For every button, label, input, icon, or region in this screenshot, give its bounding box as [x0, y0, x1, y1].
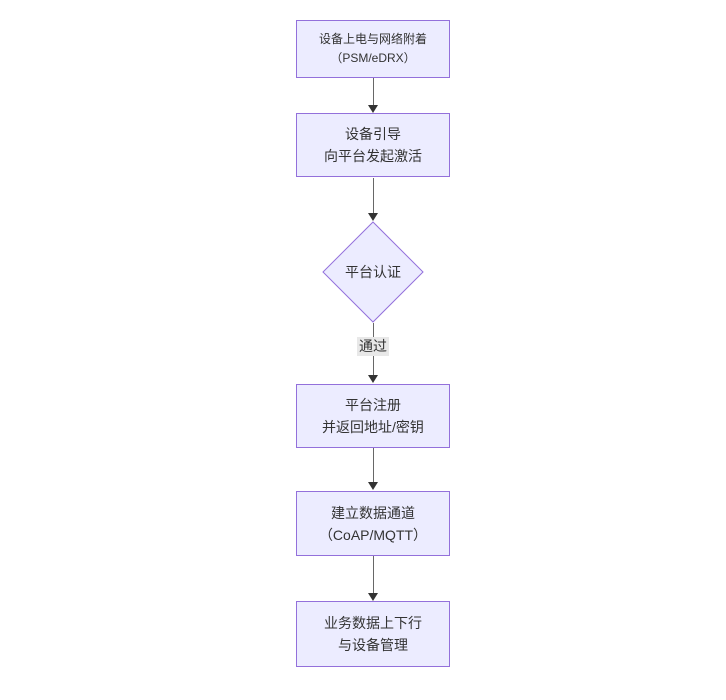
edge-channel-to-business — [333, 556, 413, 601]
edge-line — [373, 556, 374, 596]
node-establish-data-channel: 建立数据通道 （CoAP/MQTT） — [296, 491, 450, 556]
edge-line — [373, 448, 374, 485]
node-text-line: 业务数据上下行 — [324, 615, 422, 631]
node-text-line: 与设备管理 — [338, 637, 408, 653]
node-text-line: 建立数据通道 — [331, 504, 415, 521]
arrowhead-down-icon — [368, 105, 378, 113]
arrowhead-down-icon — [368, 375, 378, 383]
node-text-line: 设备上电与网络附着 — [318, 32, 427, 46]
edge-line — [373, 178, 374, 216]
node-text-line: （CoAP/MQTT） — [318, 526, 428, 543]
edge-attach-to-bootstrap — [333, 78, 413, 113]
edge-line — [373, 78, 374, 108]
node-text-line: （PSM/eDRX） — [330, 51, 416, 65]
edge-label: 通过 — [357, 337, 389, 356]
arrowhead-down-icon — [368, 593, 378, 601]
node-platform-auth-decision: 平台认证 — [322, 221, 424, 323]
node-platform-register: 平台注册 并返回地址/密钥 — [296, 384, 450, 448]
node-device-power-network-attach: 设备上电与网络附着 （PSM/eDRX） — [296, 20, 450, 78]
node-text-line: 向平台发起激活 — [324, 148, 422, 164]
edge-register-to-channel — [333, 448, 413, 490]
arrowhead-down-icon — [368, 213, 378, 221]
arrowhead-down-icon — [368, 482, 378, 490]
node-text-line: 并返回地址/密钥 — [322, 419, 424, 435]
node-text-line: 设备引导 — [345, 126, 401, 142]
node-device-bootstrap: 设备引导 向平台发起激活 — [296, 113, 450, 177]
node-text-line: 平台认证 — [345, 264, 401, 280]
edge-auth-to-register: 通过 — [333, 323, 413, 383]
node-business-data-device-mgmt: 业务数据上下行 与设备管理 — [296, 601, 450, 667]
diamond-shape — [322, 221, 424, 323]
edge-bootstrap-to-auth — [333, 178, 413, 221]
node-text-line: 平台注册 — [345, 397, 401, 413]
